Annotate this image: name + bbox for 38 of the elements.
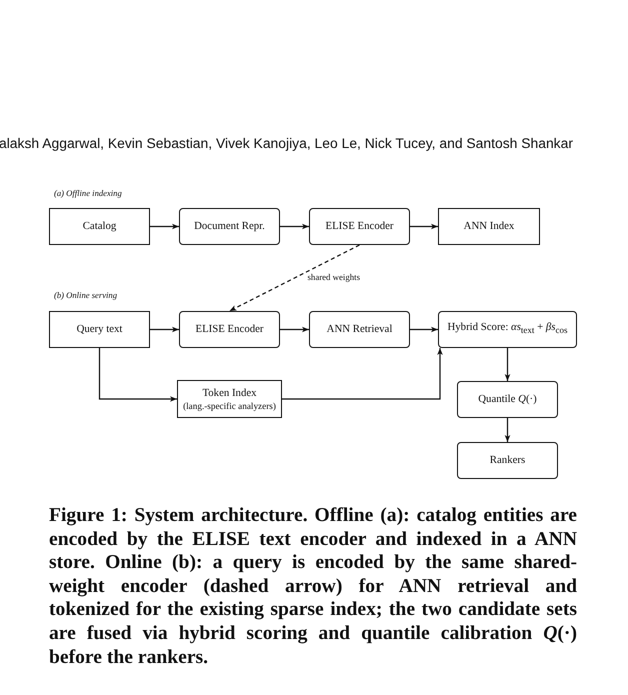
node-sublabel: (lang.-specific analyzers) — [183, 400, 276, 412]
node-label: Rankers — [490, 454, 526, 467]
node-label: Catalog — [82, 220, 116, 233]
arrow — [504, 348, 510, 381]
process-box — [457, 442, 558, 479]
arrow — [410, 224, 438, 230]
process-box — [457, 381, 558, 418]
process-box — [49, 311, 150, 348]
process-box — [438, 311, 577, 348]
section-label: (b) Online serving — [54, 290, 118, 301]
arrow — [98, 348, 177, 402]
section-label: (a) Offline indexing — [54, 188, 122, 199]
arrow — [504, 418, 510, 442]
node-label: ANN Index — [464, 220, 514, 233]
edge-label: shared weights — [306, 272, 362, 283]
node-label: Token Index — [202, 386, 257, 400]
process-box — [309, 208, 410, 245]
figure-caption: Figure 1: System architecture. Offline (a): catalog entities are encoded by the ELISE text encoder and indexed in a ANN store. Online (b): a query is encoded by the same shared-weight encoder (dashed arrow) for ANN retrieval and tokenized for the existing sparse index; the two candidate sets are fused via hybrid scoring and quantile calibration Q(·) before the rankers. — [49, 504, 577, 670]
node-label: Query text — [76, 323, 122, 336]
node-label: ANN Retrieval — [326, 323, 392, 336]
arrow — [410, 326, 438, 332]
dashed-arrow — [229, 244, 360, 312]
node-label: Quantile Q(·) — [478, 393, 537, 406]
arrow — [150, 326, 179, 332]
process-box — [179, 311, 280, 348]
arrow — [150, 224, 179, 230]
node-label: ELISE Encoder — [325, 220, 394, 233]
arrow — [280, 326, 309, 332]
process-box — [177, 380, 282, 418]
process-box — [309, 311, 410, 348]
process-box — [49, 208, 150, 245]
node-label: Document Repr. — [194, 220, 265, 233]
arrow — [282, 348, 443, 400]
node-label: Hybrid Score: αs$_{text}$ + βs$_{cos}$ — [447, 321, 568, 338]
process-box — [179, 208, 280, 245]
node-label: ELISE Encoder — [195, 323, 264, 336]
arrow — [280, 224, 309, 230]
process-box — [438, 208, 540, 245]
